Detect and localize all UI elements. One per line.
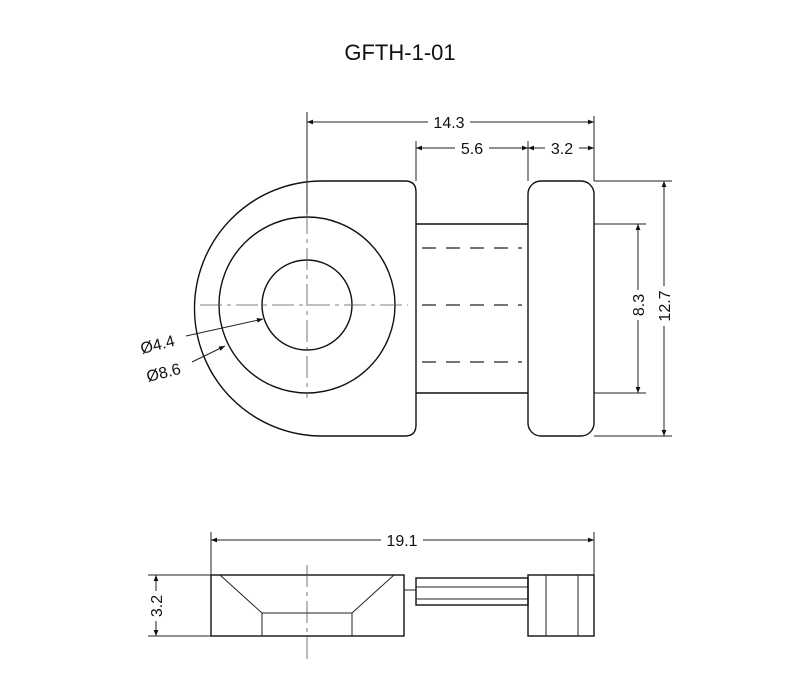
side-right-block-outline [527, 574, 595, 637]
right-block-outline [527, 180, 595, 437]
top-view: 14.3 5.6 3.2 8.3 12.7 Ø4.4 [139, 112, 674, 437]
dim-label-3-2-top: 3.2 [551, 141, 573, 158]
dim-label-14-3: 14.3 [433, 115, 464, 132]
dim-label-bg [428, 112, 470, 130]
dim-label-19-1: 19.1 [386, 533, 417, 550]
dim-label-bg [455, 138, 489, 156]
side-view: 19.1 3.2 [146, 530, 595, 660]
side-neck-outline [415, 577, 529, 606]
countersink-left [219, 574, 263, 614]
dim-label-diameter-4-4: Ø4.4 [139, 333, 177, 358]
left-body-outline [193, 180, 417, 437]
dim-label-bg [628, 290, 648, 320]
dim-label-bg [146, 591, 166, 621]
dim-label-12-7: 12.7 [657, 290, 674, 321]
dim-label-5-6: 5.6 [461, 141, 483, 158]
dim-label-bg [545, 138, 579, 156]
countersink-right [351, 574, 395, 614]
dim-label-bg [381, 530, 423, 548]
dim-label-bg [654, 286, 674, 326]
dim-label-8-3: 8.3 [631, 294, 648, 316]
drawing-title: GFTH-1-01 [344, 40, 456, 65]
dim-label-diameter-8-6: Ø8.6 [145, 361, 183, 386]
side-body-outline [210, 574, 405, 637]
leader-diameter-8-6 [191, 345, 226, 363]
dim-label-3-2-side: 3.2 [149, 595, 166, 617]
leader-diameter-4-4 [185, 317, 264, 337]
